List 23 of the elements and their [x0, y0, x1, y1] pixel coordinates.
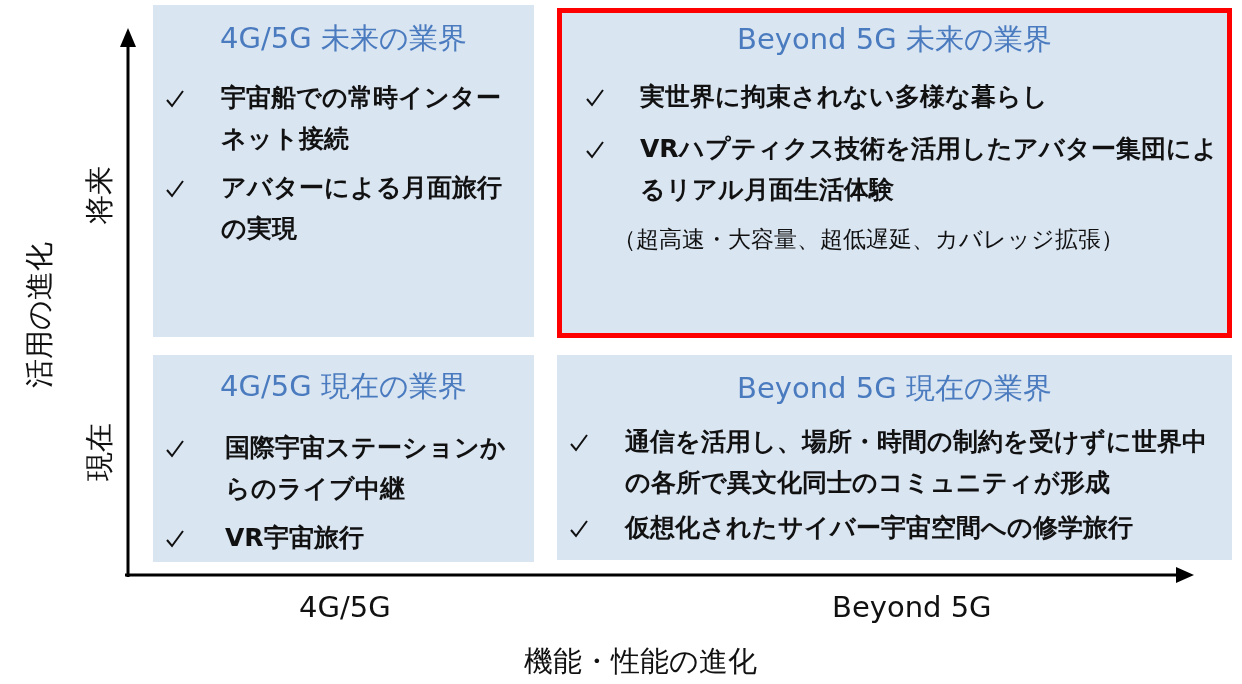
bullet-text: 国際宇宙ステーションからのライブ中継: [225, 432, 507, 505]
quadrant-heading: 4G/5G 現在の業界: [219, 368, 468, 405]
quadrant-heading: 4G/5G 未来の業界: [219, 20, 468, 57]
highlighted-quadrant-box: [557, 8, 1232, 338]
axis-tick-label: 現在: [81, 423, 117, 481]
axis-tick-label: Beyond 5G: [832, 590, 992, 624]
bullet-text: 通信を活用し、場所・時間の制約を受けずに世界中の各所で異文化同士のコミュニティが形成: [625, 426, 1208, 499]
axis-title: 機能・性能の進化: [523, 643, 757, 680]
bullet-text: 仮想化されたサイバー宇宙空間への修学旅行: [625, 512, 1134, 544]
bullet-text: 実世界に拘束されない多様な暮らし: [640, 81, 1049, 113]
axis-title: 活用の進化: [21, 242, 57, 388]
bullet-text: VRハプティクス技術を活用したアバター集団によるリアル月面生活体験: [640, 133, 1219, 206]
quadrant-box: [153, 5, 534, 337]
axis-tick-label: 4G/5G: [299, 590, 391, 624]
bullet-text: アバターによる月面旅行の実現: [221, 172, 503, 245]
bullet-text: 宇宙船での常時インターネット接続: [221, 82, 502, 155]
note-text: （超高速・大容量、超低遅延、カバレッジ拡張）: [613, 225, 1124, 254]
quadrant-box: [153, 355, 534, 562]
axis-tick-label: 将来: [81, 166, 117, 224]
quadrant-heading: Beyond 5G 未来の業界: [736, 21, 1053, 58]
quadrant-box: [557, 355, 1232, 560]
quadrant-heading: Beyond 5G 現在の業界: [736, 370, 1053, 407]
bullet-text: VR宇宙旅行: [225, 522, 365, 554]
